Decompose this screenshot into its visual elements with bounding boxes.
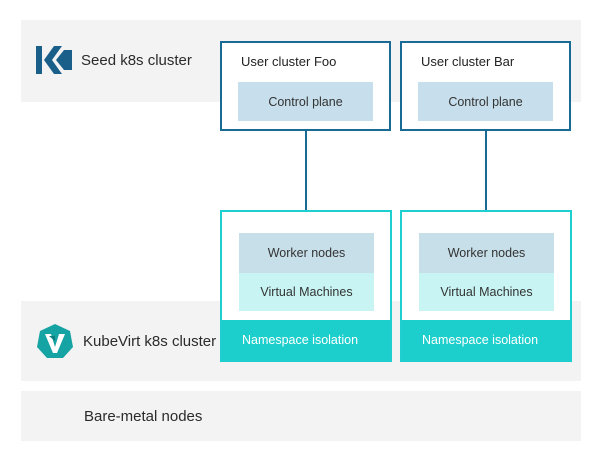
bar-connector-line — [485, 131, 487, 210]
user-cluster-bar-control-plane: Control plane — [418, 82, 553, 121]
kubevirt-logo-icon — [37, 324, 73, 358]
foo-connector-line — [305, 131, 307, 210]
bar-namespace-isolation-label: Namespace isolation — [422, 333, 539, 347]
user-cluster-bar-title: User cluster Bar — [421, 54, 515, 69]
user-cluster-bar-workers-box: Worker nodes Virtual Machines Namespace … — [400, 210, 572, 362]
user-cluster-foo-control-plane: Control plane — [238, 82, 373, 121]
bare-metal-label-row: Bare-metal nodes — [84, 405, 202, 427]
user-cluster-foo-title: User cluster Foo — [241, 54, 337, 69]
user-cluster-foo-box: User cluster Foo Control plane — [220, 41, 391, 131]
seed-cluster-label-row: Seed k8s cluster — [36, 44, 192, 76]
kubevirt-cluster-label-row: KubeVirt k8s cluster — [36, 323, 216, 359]
bare-metal-band — [21, 391, 581, 441]
foo-namespace-isolation: Namespace isolation — [222, 320, 390, 360]
bar-virtual-machines: Virtual Machines — [419, 273, 554, 311]
bare-metal-label: Bare-metal nodes — [84, 407, 203, 425]
foo-namespace-isolation-label: Namespace isolation — [242, 333, 359, 347]
bar-worker-nodes: Worker nodes — [419, 233, 554, 273]
foo-virtual-machines: Virtual Machines — [239, 273, 374, 311]
seed-cluster-label: Seed k8s cluster — [81, 51, 192, 69]
user-cluster-foo-workers-box: Worker nodes Virtual Machines Namespace … — [220, 210, 392, 362]
kubermatic-logo-icon — [36, 46, 72, 74]
kubevirt-cluster-label: KubeVirt k8s cluster — [83, 332, 217, 350]
user-cluster-bar-box: User cluster Bar Control plane — [400, 41, 571, 131]
foo-worker-nodes: Worker nodes — [239, 233, 374, 273]
bar-namespace-isolation: Namespace isolation — [402, 320, 570, 360]
